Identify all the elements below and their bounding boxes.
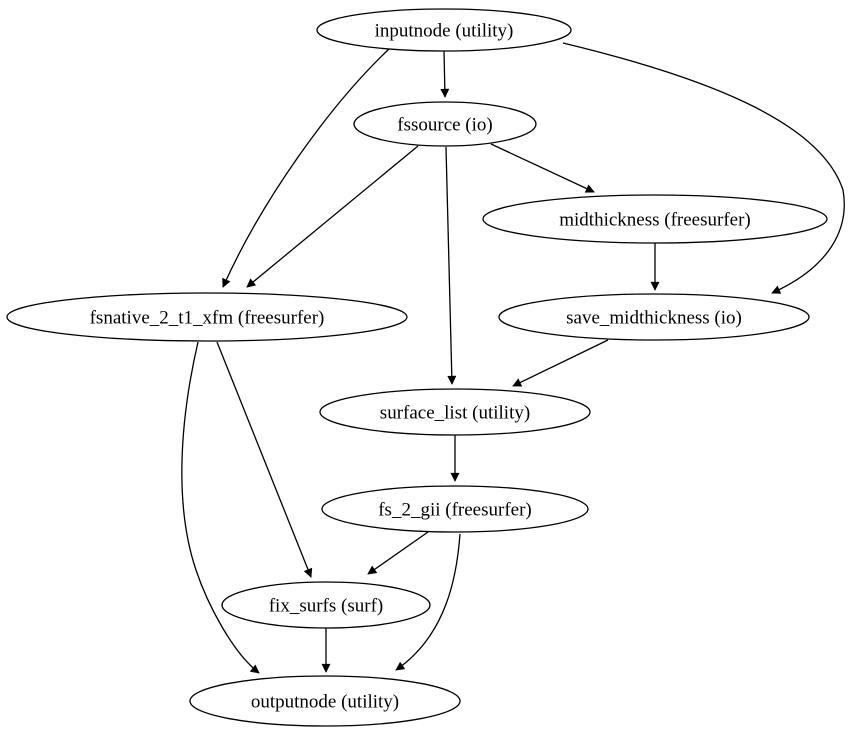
node-label-surface_list: surface_list (utility) xyxy=(380,403,530,424)
node-ellipse-inputnode xyxy=(316,8,572,52)
edge-fssource-to-midthickness xyxy=(490,143,595,193)
node-label-fssource: fssource (io) xyxy=(397,115,493,136)
node-midthickness: midthickness (freesurfer) xyxy=(482,194,828,244)
node-surface_list: surface_list (utility) xyxy=(319,388,591,436)
node-label-midthickness: midthickness (freesurfer) xyxy=(559,210,751,231)
node-ellipse-fs_2_gii xyxy=(321,485,589,533)
edge-inputnode-to-fsnative_2_t1_xfm xyxy=(222,48,390,288)
node-ellipse-midthickness xyxy=(482,194,828,244)
edge-fssource-to-surface_list xyxy=(445,146,457,385)
nodes-layer: inputnode (utility) fssource (io) midthick… xyxy=(6,8,828,727)
node-inputnode: inputnode (utility) xyxy=(316,8,572,52)
edge-fsnative_2_t1_xfm-to-outputnode xyxy=(181,341,260,674)
node-fs_2_gii: fs_2_gii (freesurfer) xyxy=(321,485,589,533)
edge-fsnative_2_t1_xfm-to-fix_surfs xyxy=(216,341,313,578)
edges-layer xyxy=(181,42,845,674)
node-fssource: fssource (io) xyxy=(353,101,537,147)
node-ellipse-surface_list xyxy=(319,388,591,436)
node-save_midthickness: save_midthickness (io) xyxy=(498,293,810,341)
edge-save_midthickness-to-surface_list xyxy=(512,339,609,387)
node-ellipse-save_midthickness xyxy=(498,293,810,341)
node-fix_surfs: fix_surfs (surf) xyxy=(221,581,431,629)
node-ellipse-fssource xyxy=(353,101,537,147)
edge-fs_2_gii-to-outputnode xyxy=(395,533,461,671)
node-label-outputnode: outputnode (utility) xyxy=(251,692,399,713)
edge-fs_2_gii-to-fix_surfs xyxy=(367,531,429,575)
node-label-save_midthickness: save_midthickness (io) xyxy=(566,308,742,329)
node-ellipse-outputnode xyxy=(189,675,461,727)
edge-inputnode-to-save_midthickness xyxy=(562,42,845,294)
node-label-inputnode: inputnode (utility) xyxy=(375,21,514,42)
node-outputnode: outputnode (utility) xyxy=(189,675,461,727)
node-ellipse-fsnative_2_t1_xfm xyxy=(6,292,408,342)
node-label-fix_surfs: fix_surfs (surf) xyxy=(269,596,384,617)
node-fsnative_2_t1_xfm: fsnative_2_t1_xfm (freesurfer) xyxy=(6,292,408,342)
edge-fssource-to-fsnative_2_t1_xfm xyxy=(246,145,419,288)
node-label-fsnative_2_t1_xfm: fsnative_2_t1_xfm (freesurfer) xyxy=(90,308,325,329)
node-label-fs_2_gii: fs_2_gii (freesurfer) xyxy=(378,500,532,521)
edge-inputnode-to-fssource xyxy=(440,50,450,98)
node-ellipse-fix_surfs xyxy=(221,581,431,629)
